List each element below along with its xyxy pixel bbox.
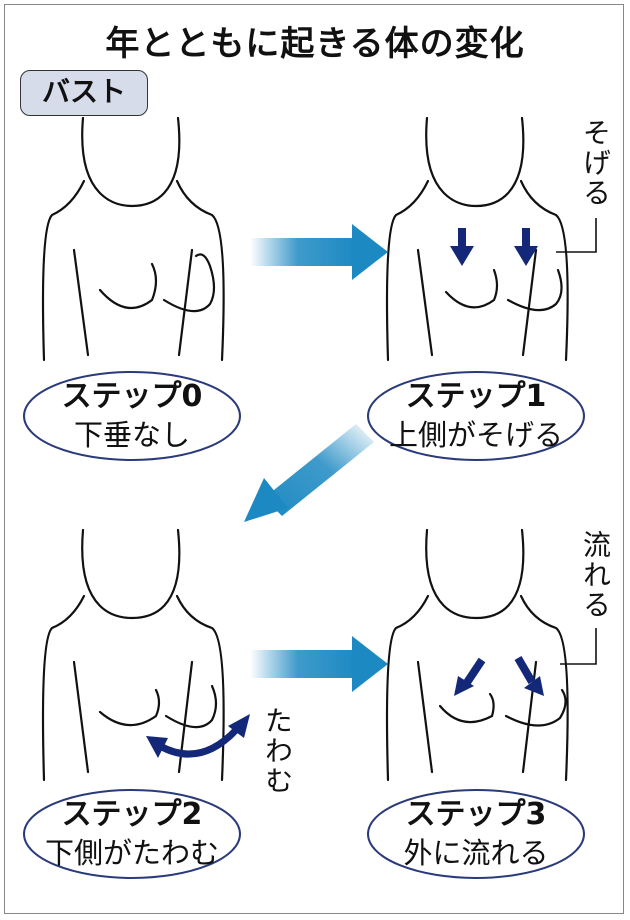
figure-step-3 <box>385 528 569 782</box>
step-2-label: ステップ2 下側がたわむ <box>17 796 247 872</box>
oval-step-3 <box>367 789 585 879</box>
page-title: 年とともに起きる体の変化 <box>105 24 525 64</box>
diagram-frame <box>4 4 624 914</box>
callout-line-step-3 <box>560 628 597 665</box>
step-0-label: ステップ0 下垂なし <box>17 378 247 454</box>
flow-arrow-2 <box>244 424 374 522</box>
section-tag: バスト <box>20 70 148 116</box>
note-step-1: そげる <box>579 118 612 208</box>
outward-arrow-right <box>514 655 544 696</box>
sag-double-arrow <box>146 714 250 758</box>
figure-step-0 <box>41 116 225 362</box>
oval-step-0 <box>23 371 241 461</box>
callout-line-step-1 <box>556 218 597 253</box>
oval-step-1 <box>367 371 585 461</box>
flow-arrow-3 <box>250 636 388 692</box>
oval-step-2 <box>23 789 241 879</box>
step-0-heading: ステップ0 <box>61 379 203 414</box>
down-arrow-left <box>450 228 474 266</box>
step-2-description: 下側がたわむ <box>44 836 219 870</box>
step-0-description: 下垂なし <box>73 418 190 452</box>
figure-step-2 <box>41 528 225 782</box>
step-3-heading: ステップ3 <box>405 797 547 832</box>
step-3-label: ステップ3 外に流れる <box>361 796 591 872</box>
step-1-heading: ステップ1 <box>405 379 547 414</box>
figure-step-1 <box>385 116 569 362</box>
flow-arrow-1 <box>250 224 388 280</box>
note-step-2: たわむ <box>261 706 294 796</box>
outward-arrow-left <box>454 657 486 696</box>
note-step-3: 流れる <box>579 530 612 620</box>
step-3-description: 外に流れる <box>403 836 549 870</box>
step-1-label: ステップ1 上側がそげる <box>361 378 591 454</box>
down-arrow-right <box>514 228 538 266</box>
step-1-description: 上側がそげる <box>388 418 563 452</box>
step-2-heading: ステップ2 <box>61 797 203 832</box>
